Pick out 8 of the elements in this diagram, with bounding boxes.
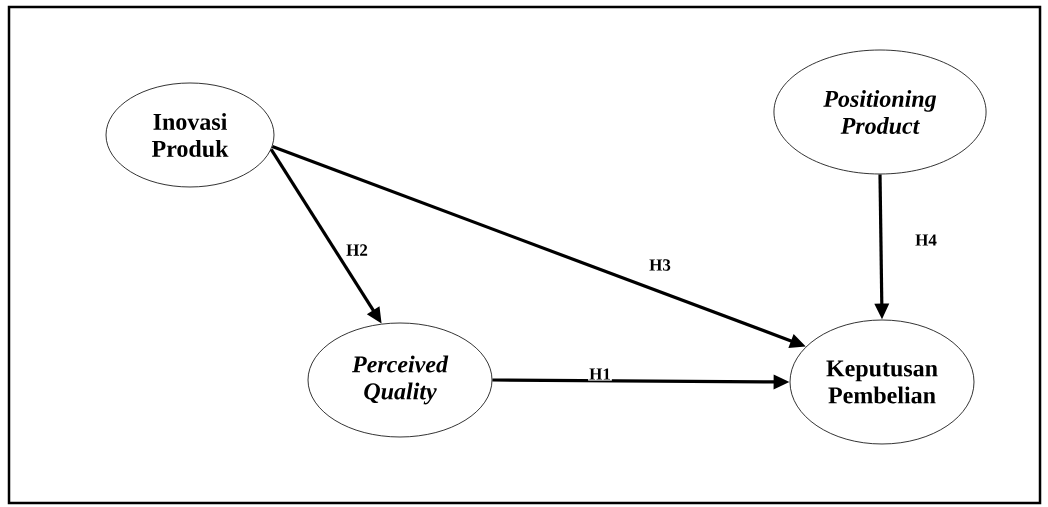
ellipse-node: Keputusan Pembelian: [789, 319, 975, 445]
edge-label: H4: [914, 233, 938, 247]
edge-label: H3: [648, 258, 672, 272]
ellipse-node: Inovasi Produk: [105, 82, 275, 188]
edge-label: H1: [588, 367, 612, 381]
ellipse-node: Positioning Product: [773, 49, 987, 175]
edge-label: H2: [345, 243, 369, 257]
ellipse-node: Perceived Quality: [307, 322, 493, 438]
